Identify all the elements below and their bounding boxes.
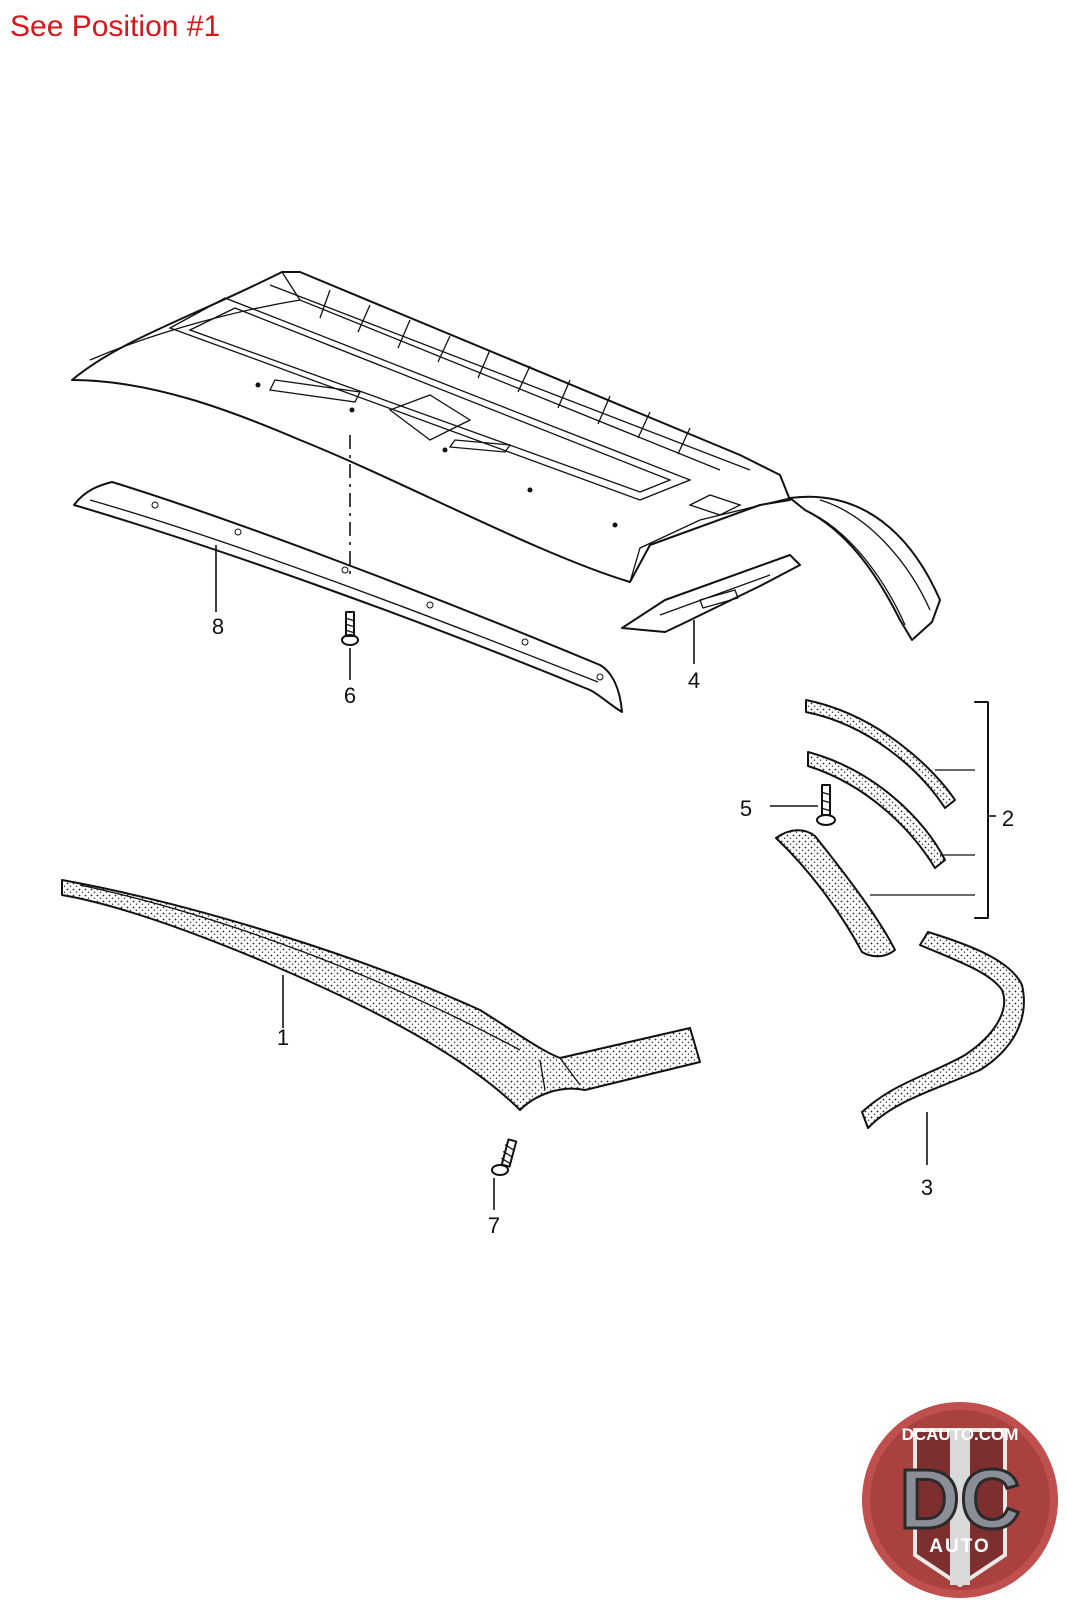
callout-4: 4 [688,668,700,693]
logo-main-text: DC [899,1452,1020,1546]
part-5-screw [816,784,836,826]
part-2-seal-group [775,699,989,958]
logo-bottom-text: AUTO [929,1536,990,1557]
callout-6: 6 [344,683,356,708]
part-7-screw [491,1138,518,1176]
logo-top-text: DCAUTO.COM [902,1425,1019,1444]
callout-1: 1 [277,1025,289,1050]
callout-7: 7 [488,1213,500,1238]
part-4-bracket [621,554,801,633]
dcauto-logo: DCAUTO.COM DC AUTO [862,1402,1058,1598]
callout-3: 3 [921,1175,933,1200]
callout-5: 5 [740,796,752,821]
part-6-screw [341,611,359,646]
part-3-seal [861,931,1025,1129]
part-8-trim-strip [73,481,623,713]
page-heading: See Position #1 [10,10,221,43]
part-1-long-seal [61,879,701,1111]
leader-lines [215,545,996,1210]
roof-frame-assembly [71,271,941,641]
callout-2: 2 [1002,806,1014,831]
callout-8: 8 [212,614,224,639]
